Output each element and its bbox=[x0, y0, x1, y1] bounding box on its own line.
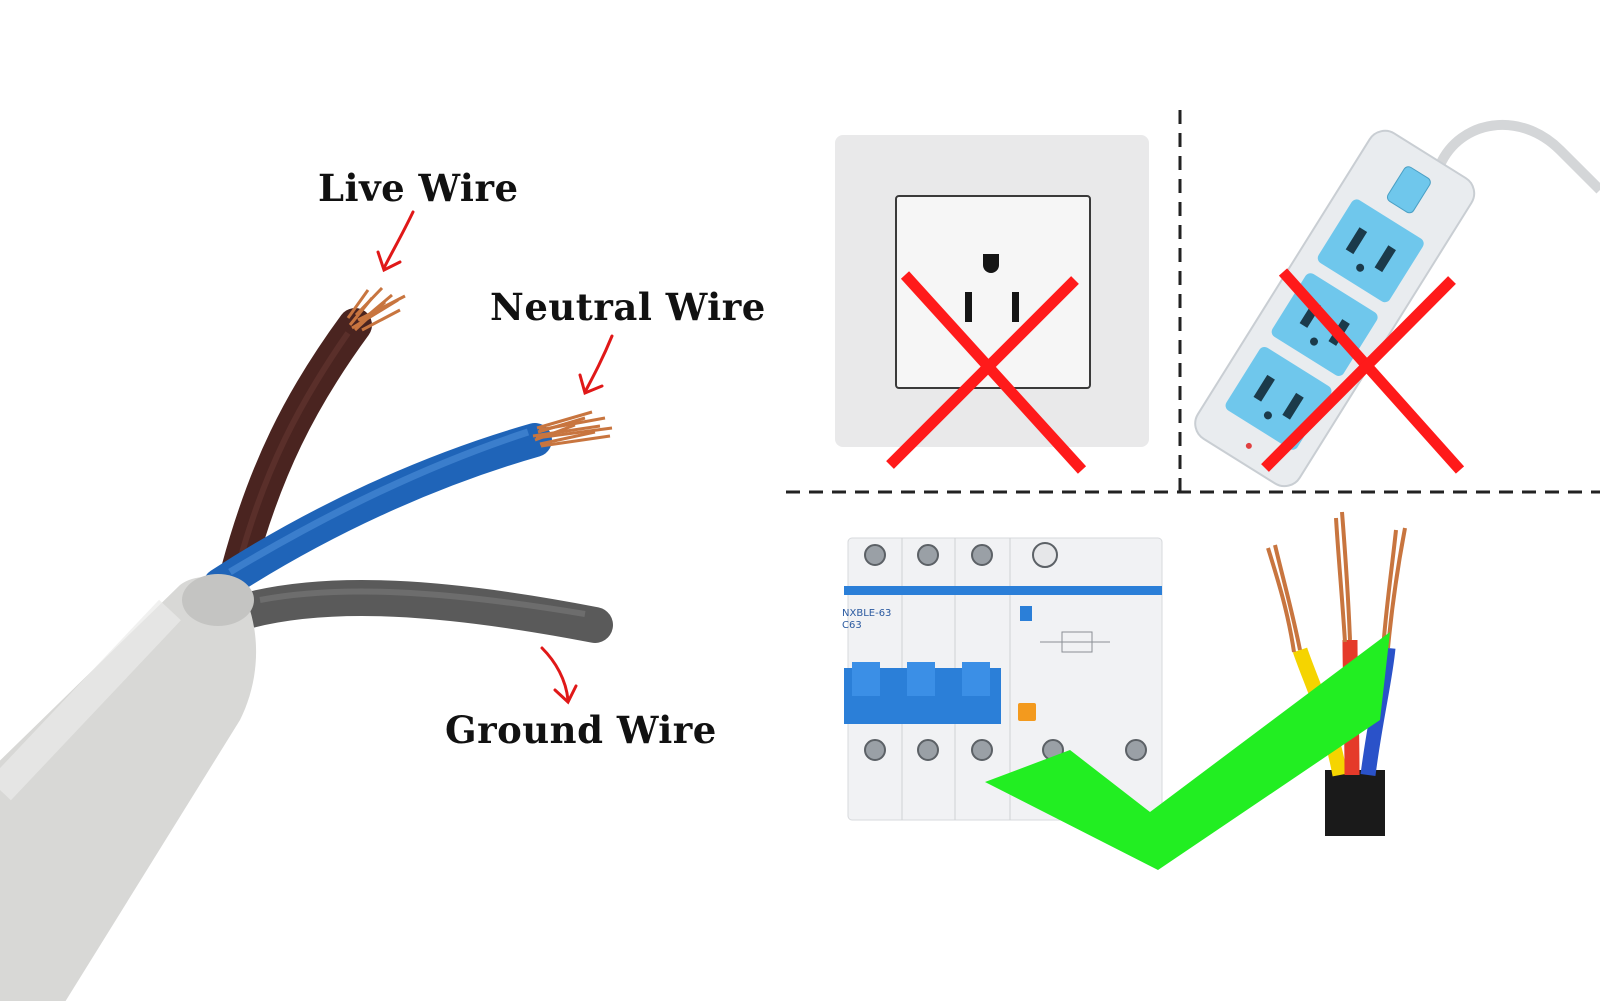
breaker-bottom-screws bbox=[864, 739, 1147, 761]
breaker-rating-label: C63 bbox=[842, 620, 862, 631]
power-strip-panel bbox=[1194, 120, 1600, 488]
power-switch bbox=[1386, 166, 1431, 214]
circuit-breaker-panel: NXBLE-63 C63 bbox=[842, 537, 1163, 821]
cable-sheath bbox=[0, 577, 257, 1001]
neutral-arrow bbox=[578, 334, 614, 396]
ground-wire bbox=[232, 580, 613, 643]
neutral-wire bbox=[203, 423, 552, 602]
power-strip-cross-icon bbox=[1261, 268, 1465, 474]
correct-check-icon bbox=[985, 632, 1390, 870]
breaker-model-label: NXBLE-63 bbox=[842, 608, 891, 619]
wall-socket-panel bbox=[835, 135, 1149, 474]
wall-socket-cross-icon bbox=[886, 271, 1087, 474]
breaker-test-button bbox=[1018, 703, 1036, 721]
neutral-wire-label: Neutral Wire bbox=[490, 285, 766, 329]
live-wire-label: Live Wire bbox=[318, 166, 519, 210]
dashed-dividers bbox=[786, 110, 1600, 494]
breaker-toggles bbox=[844, 662, 1001, 724]
ground-wire-label: Ground Wire bbox=[445, 708, 717, 752]
ground-arrow bbox=[540, 646, 578, 705]
socket-slot-right bbox=[1012, 292, 1019, 322]
three-core-cable-sheath bbox=[1325, 770, 1385, 836]
socket-slot-left bbox=[965, 292, 972, 322]
breaker-top-screws bbox=[864, 542, 1058, 568]
live-arrow bbox=[376, 210, 415, 273]
socket-ground-hole bbox=[983, 254, 999, 273]
red-arrows bbox=[376, 210, 614, 705]
cable-illustration bbox=[0, 286, 613, 1001]
neutral-wire-copper bbox=[532, 410, 613, 448]
live-wire-copper bbox=[346, 286, 406, 332]
strip-outlet-1 bbox=[1317, 199, 1424, 303]
